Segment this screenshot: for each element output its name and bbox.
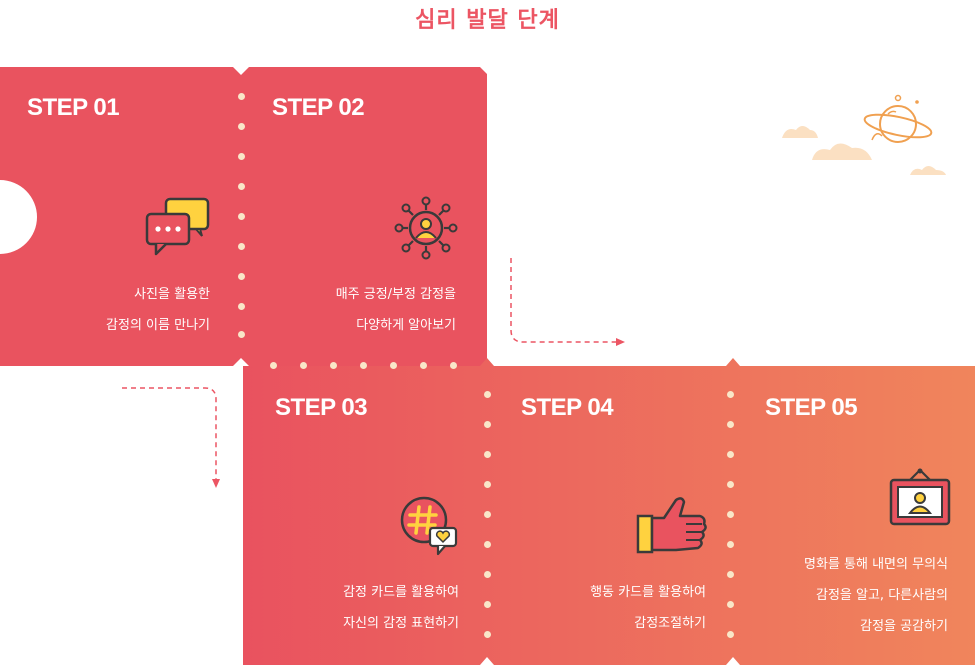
step-05-line-3: 감정을 공감하기 bbox=[860, 619, 948, 634]
step-05-line-1: 명화를 통해 내면의 무의식 bbox=[804, 557, 948, 572]
step-04-line-1: 행동 카드를 활용하여 bbox=[590, 585, 706, 600]
framed-portrait-icon bbox=[888, 468, 952, 532]
step-04-description: 행동 카드를 활용하여 감정조절하기 bbox=[590, 577, 706, 639]
hashtag-heart-icon bbox=[398, 494, 462, 558]
speech-bubbles-icon bbox=[144, 196, 212, 258]
dashed-arrow-1 bbox=[122, 387, 217, 480]
step-01-label: STEP 01 bbox=[27, 94, 120, 121]
cloud-icon bbox=[782, 126, 946, 175]
thumbs-up-icon bbox=[636, 494, 708, 556]
card-step-03-05 bbox=[243, 358, 975, 665]
step-05-label: STEP 05 bbox=[765, 394, 858, 421]
step-01-line-1: 사진을 활용한 bbox=[134, 287, 210, 302]
card-notch bbox=[233, 358, 249, 366]
arrow-head-1 bbox=[212, 479, 220, 488]
step-04-label: STEP 04 bbox=[521, 394, 614, 421]
step-02-line-1: 매주 긍정/부정 감정을 bbox=[335, 287, 456, 302]
step-05-description: 명화를 통해 내면의 무의식 감정을 알고, 다른사람의 감정을 공감하기 bbox=[804, 549, 948, 642]
step-04-line-2: 감정조절하기 bbox=[634, 616, 706, 631]
step-03-line-1: 감정 카드를 활용하여 bbox=[343, 585, 459, 600]
dashed-arrow-2 bbox=[510, 258, 618, 343]
step-02-label: STEP 02 bbox=[272, 94, 365, 121]
step-05-line-2: 감정을 알고, 다른사람의 bbox=[816, 588, 948, 603]
step-02-line-2: 다양하게 알아보기 bbox=[356, 318, 456, 333]
step-01-line-2: 감정의 이름 만나기 bbox=[106, 318, 210, 333]
person-network-icon bbox=[394, 196, 458, 260]
step-02-description: 매주 긍정/부정 감정을 다양하게 알아보기 bbox=[336, 279, 456, 341]
page-title: 심리 발달 단계 bbox=[415, 8, 560, 33]
step-03-line-2: 자신의 감정 표현하기 bbox=[343, 616, 459, 631]
arrow-head-2 bbox=[616, 338, 625, 346]
planet-icon bbox=[863, 94, 933, 143]
step-03-description: 감정 카드를 활용하여 자신의 감정 표현하기 bbox=[343, 577, 459, 639]
step-03-label: STEP 03 bbox=[275, 394, 368, 421]
planet-decoration bbox=[780, 92, 950, 182]
step-01-description: 사진을 활용한 감정의 이름 만나기 bbox=[106, 279, 210, 341]
